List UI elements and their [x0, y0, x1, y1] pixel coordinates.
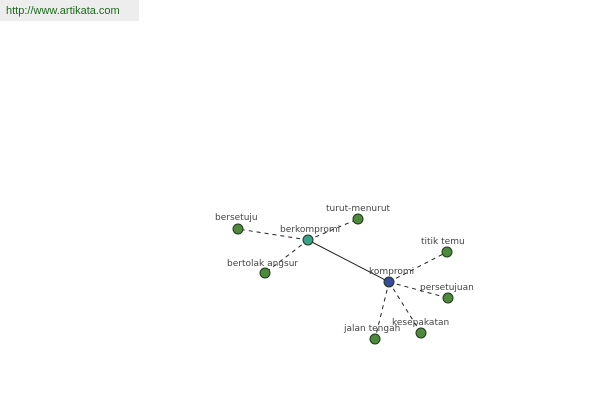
graph-nodes	[232, 213, 454, 345]
node-persetujuan[interactable]	[442, 292, 454, 304]
source-bar: http://www.artikata.com	[0, 0, 139, 21]
node-label-bertolak-angsur[interactable]: bertolak angsur	[227, 259, 298, 269]
node-label-persetujuan[interactable]: persetujuan	[420, 283, 474, 293]
node-jalan-tengah[interactable]	[369, 333, 381, 345]
node-turut-menurut[interactable]	[352, 213, 364, 225]
node-kompromi[interactable]	[383, 276, 395, 288]
node-titik-temu[interactable]	[441, 246, 453, 258]
node-label-kesepakatan[interactable]: kesepakatan	[392, 318, 449, 328]
edge-kompromi-kesepakatan	[388, 281, 422, 334]
source-link[interactable]: http://www.artikata.com	[6, 4, 120, 17]
edge-kompromi-berkompromi	[307, 239, 390, 283]
edge-kompromi-titik-temu	[388, 251, 448, 283]
node-label-turut-menurut[interactable]: turut-menurut	[326, 204, 391, 214]
node-bertolak-angsur[interactable]	[259, 267, 271, 279]
edge-berkompromi-bersetuju	[237, 228, 309, 241]
graph-labels: kompromi berkompromi bersetuju turut-menuru…	[215, 204, 474, 334]
edge-kompromi-jalan-tengah	[374, 281, 390, 340]
edge-kompromi-persetujuan	[388, 281, 449, 299]
node-label-berkompromi[interactable]: berkompromi	[280, 225, 340, 235]
node-bersetuju[interactable]	[232, 223, 244, 235]
node-kesepakatan[interactable]	[415, 327, 427, 339]
node-berkompromi[interactable]	[302, 234, 314, 246]
graph-edges	[237, 218, 449, 340]
edge-berkompromi-turut-menurut	[307, 218, 359, 241]
node-label-jalan-tengah[interactable]: jalan tengah	[343, 324, 400, 334]
node-label-bersetuju[interactable]: bersetuju	[215, 213, 258, 223]
node-label-titik-temu[interactable]: titik temu	[421, 237, 465, 247]
edge-berkompromi-bertolak-angsur	[264, 239, 309, 274]
node-label-kompromi[interactable]: kompromi	[369, 267, 414, 277]
